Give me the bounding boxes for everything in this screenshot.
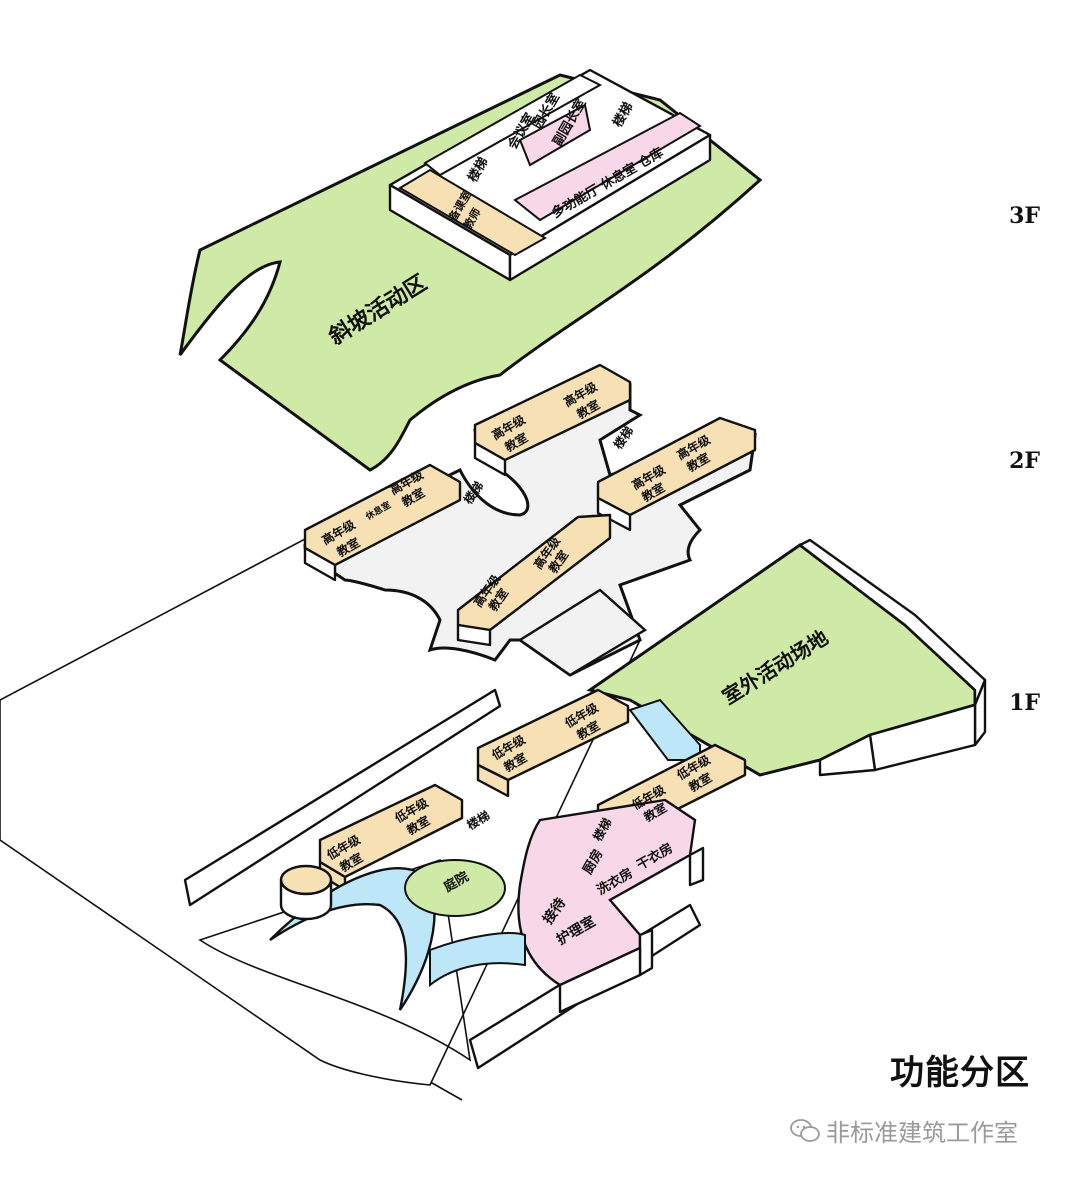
- classroom-block-2f-a: [303, 463, 462, 582]
- stair-ramp-2f: [517, 588, 648, 677]
- classroom-block-2f-d: [456, 513, 612, 647]
- entrance-canopy: [269, 867, 436, 1011]
- floor-3f: [178, 68, 763, 472]
- floor-1f: [0, 509, 987, 1101]
- diagram-title: 功能分区: [890, 1053, 1030, 1093]
- classroom-block-2f-c: [596, 416, 757, 532]
- classroom-block-1f-a: [318, 783, 464, 892]
- floor-label-2f: 2F: [1009, 448, 1040, 474]
- floor-2f: [303, 363, 757, 677]
- classroom-block-1f-b: [476, 688, 630, 798]
- floor-label-1f: 1F: [1009, 690, 1040, 716]
- courtyard: [404, 859, 506, 917]
- entrance-corridor: [429, 932, 526, 988]
- watermark-text: 非标准建筑工作室: [826, 1119, 1018, 1147]
- wechat-icon: [790, 1118, 820, 1142]
- slab-2f: [303, 383, 757, 677]
- classroom-block-2f-b: [473, 363, 632, 477]
- building-3f: [388, 68, 712, 282]
- floor-label-3f: 3F: [1009, 203, 1040, 229]
- watermark: 非标准建筑工作室: [790, 1113, 1018, 1148]
